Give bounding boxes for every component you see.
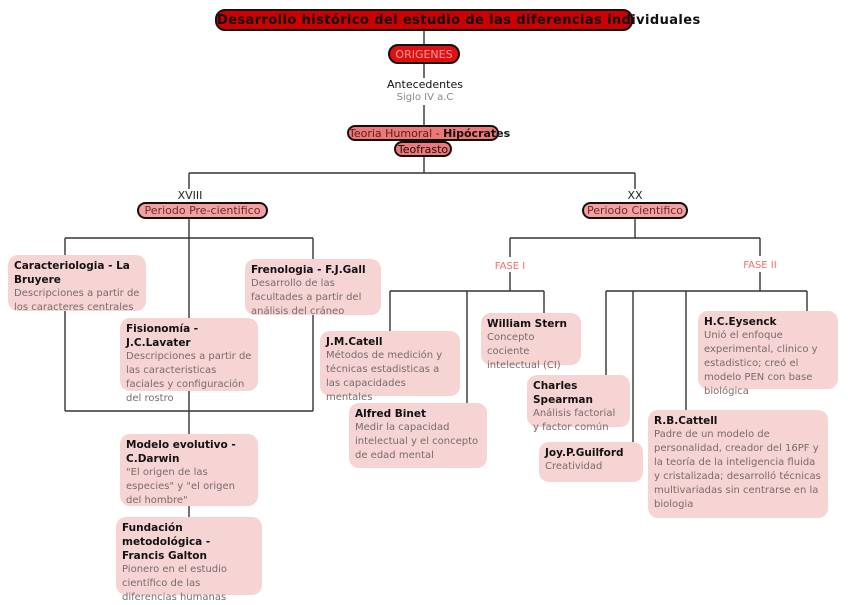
node-description: Desarrollo de las facultades a partir de… [251,278,362,317]
diagram-title: Desarrollo histórico del estudio de las … [215,9,700,31]
node-binet: Alfred Binet Medir la capacidad intelect… [349,403,487,468]
node-title: H.C.Eysenck [704,316,777,328]
humoral-theory-author: Hipócrates [443,127,511,140]
pre-scientific-period-node: Periodo Pre-cientifico [137,202,268,219]
node-darwin: Modelo evolutivo - C.Darwin "El origen d… [120,434,258,506]
node-description: "El origen de las especies" y "el origen… [126,467,235,506]
phase-1-label: FASE I [494,261,526,272]
node-description: Concepto cociente intelectual (CI) [487,332,561,371]
node-title: Frenologia - F.J.Gall [251,264,366,276]
node-description: Creatividad [545,461,603,472]
node-jm-catell: J.M.Catell Métodos de medición y técnica… [320,331,460,403]
century-xx: XX [627,189,643,202]
node-caracteriologia: Caracteriologia - La Bruyere Descripcion… [8,255,146,313]
humoral-theory-node: Teoria Humoral - Hipócrates [347,125,510,141]
antecedents-century: Siglo IV a.C [396,92,454,103]
node-description: Unió el enfoque experimental, clinico y … [704,330,818,397]
humoral-theory-label: Teoria Humoral - [349,127,444,140]
node-title: Caracteriologia - La Bruyere [14,260,130,286]
node-title: Fisionomía - J.C.Lavater [126,323,199,349]
phase-2-label: FASE II [743,260,777,271]
origins-node: ORIGENES [388,44,460,64]
node-title: Joy.P.Guilford [545,447,624,459]
node-stern: William Stern Concepto cociente intelect… [481,313,581,371]
node-title: J.M.Catell [326,336,383,348]
node-title: Fundación metodológica - Francis Galton [122,522,211,562]
node-title: William Stern [487,318,568,330]
node-description: Descripciones a partir de las caracteris… [126,351,252,404]
node-description: Medir la capacidad intelectual y el conc… [355,422,479,461]
node-description: Análisis factorial y factor común [533,408,616,433]
antecedents-label: Antecedentes [387,78,463,91]
node-eysenck: H.C.Eysenck Unió el enfoque experimental… [698,311,838,397]
node-description: Pionero en el estudio científico de las … [122,564,228,603]
node-fisionomia: Fisionomía - J.C.Lavater Descripciones a… [120,318,258,404]
node-description: Padre de un modelo de personalidad, crea… [654,429,821,510]
node-spearman: Charles Spearman Análisis factorial y fa… [527,375,630,433]
node-title: Charles Spearman [533,380,593,406]
teofrasto-node: Teofrasto [394,141,452,157]
node-title: Alfred Binet [355,408,426,420]
node-galton: Fundación metodológica - Francis Galton … [116,517,262,603]
node-description: Métodos de medición y técnicas estadisti… [326,350,443,403]
century-xviii: XVIII [177,189,203,202]
node-description: Descripciones a partir de los caracteres… [14,288,140,313]
scientific-period-node: Periodo Cientifico [582,202,688,219]
node-guilford: Joy.P.Guilford Creatividad [539,442,643,482]
node-title: Modelo evolutivo - C.Darwin [126,439,236,465]
node-rb-cattell: R.B.Cattell Padre de un modelo de person… [648,410,828,518]
node-frenologia: Frenologia - F.J.Gall Desarrollo de las … [245,259,381,317]
node-title: R.B.Cattell [654,415,718,427]
